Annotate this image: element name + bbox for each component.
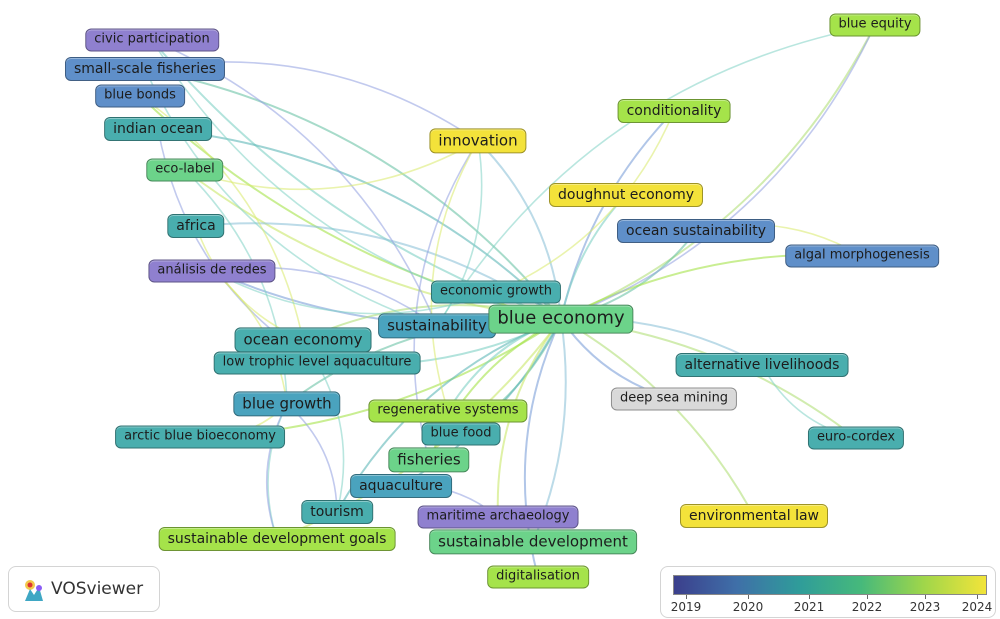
legend-ticks: 2019 2020 2021 2022 2023 2024 [670,595,992,614]
node-africa[interactable]: africa [167,213,225,239]
node-conditionality[interactable]: conditionality [617,98,731,124]
node-maritime-archaeology[interactable]: maritime archaeology [417,505,579,529]
legend-tick: 2019 [670,600,702,614]
network-edge [436,24,876,327]
node-blue-equity[interactable]: blue equity [829,13,921,37]
node-algal-morphogenesis[interactable]: algal morphogenesis [785,244,939,268]
network-edge [316,362,345,513]
node-small-scale-fisheries[interactable]: small-scale fisheries [64,56,226,82]
legend-tick: 2020 [732,600,764,614]
node-sdgs[interactable]: sustainable development goals [158,526,396,552]
node-analisis-de-redes[interactable]: análisis de redes [148,259,276,283]
node-tourism[interactable]: tourism [301,499,373,525]
node-arctic-blue-bioeconomy[interactable]: arctic blue bioeconomy [115,425,285,449]
node-doughnut-economy[interactable]: doughnut economy [548,182,704,208]
node-civic-participation[interactable]: civic participation [85,28,219,52]
network-edge [560,24,876,320]
node-alternative-livelihoods[interactable]: alternative livelihoods [675,352,849,378]
node-blue-growth[interactable]: blue growth [233,391,341,417]
network-edge [144,68,438,327]
legend-tick: 2022 [851,600,883,614]
legend-tick: 2023 [909,600,941,614]
network-edge [157,128,562,320]
network-edge [560,24,876,320]
node-ocean-economy[interactable]: ocean economy [234,327,372,353]
network-edge [560,318,755,517]
node-ocean-sustainability[interactable]: ocean sustainability [617,218,775,244]
network-edge [144,68,562,320]
node-digitalisation[interactable]: digitalisation [487,565,589,589]
node-low-trophic[interactable]: low trophic level aquaculture [213,351,421,375]
network-edge [184,140,479,191]
network-edge [430,140,479,412]
legend-gradient-bar [673,575,987,595]
node-fisheries[interactable]: fisheries [388,447,470,473]
legend-tick: 2021 [793,600,825,614]
vosviewer-logo: VOSviewer [8,566,160,612]
network-edge [265,403,288,540]
node-euro-cordex[interactable]: euro-cordex [807,426,905,450]
node-sustainable-development[interactable]: sustainable development [429,529,637,555]
node-blue-economy[interactable]: blue economy [488,304,634,334]
node-economic-growth[interactable]: economic growth [430,280,562,304]
node-blue-bonds[interactable]: blue bonds [95,84,185,108]
network-edge [560,110,675,320]
vosviewer-logo-icon [25,580,43,601]
node-innovation[interactable]: innovation [429,128,527,154]
node-sustainability[interactable]: sustainability [378,313,496,339]
year-color-legend: 2019 2020 2021 2022 2023 2024 [660,566,996,618]
network-edge [560,194,627,320]
node-indian-ocean[interactable]: indian ocean [104,116,212,142]
legend-tick: 2024 [961,600,993,614]
node-blue-food[interactable]: blue food [421,422,501,446]
node-regenerative-systems[interactable]: regenerative systems [368,399,528,423]
node-environmental-law[interactable]: environmental law [680,503,828,529]
vosviewer-logo-text: VOSviewer [51,579,144,599]
node-deep-sea-mining[interactable]: deep sea mining [610,387,738,411]
node-aquaculture[interactable]: aquaculture [350,473,452,499]
network-edge [495,110,675,293]
node-eco-label[interactable]: eco-label [146,158,224,182]
